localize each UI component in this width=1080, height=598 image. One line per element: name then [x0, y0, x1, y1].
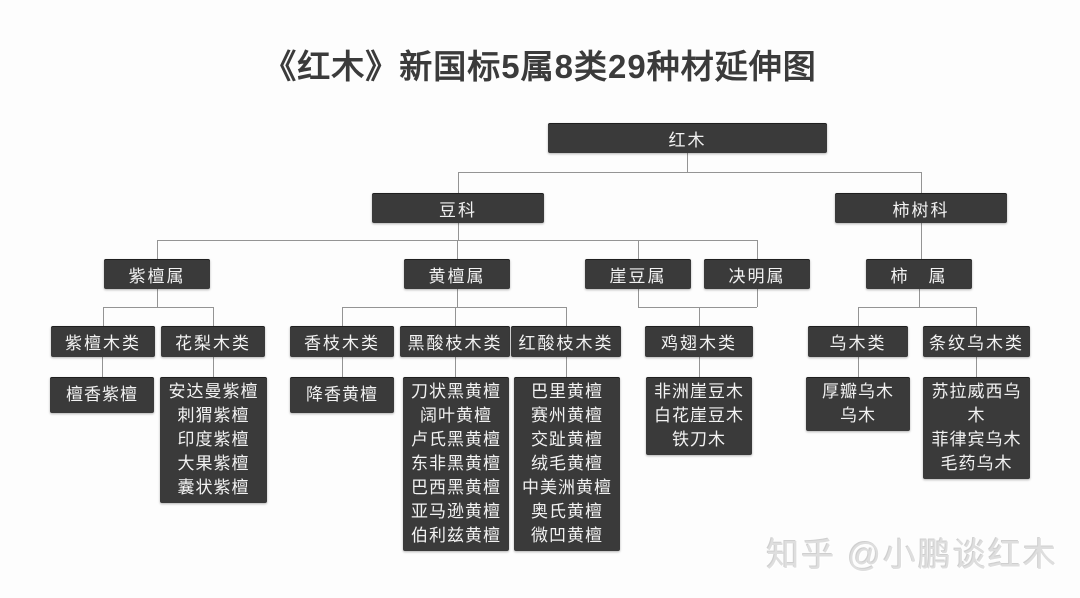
connector-line	[638, 307, 757, 308]
species-item: 厚瓣乌木	[822, 382, 894, 401]
connector-line	[699, 357, 700, 377]
species-item: 降香黄檀	[306, 385, 378, 404]
connector-line	[638, 289, 639, 307]
species-item: 大果紫檀	[177, 454, 250, 473]
node-class-hongsuanzhimulei: 红酸枝木类	[511, 326, 621, 357]
connector-line	[157, 240, 158, 259]
species-item: 苏拉威西乌木	[931, 382, 1022, 425]
node-genus-yadoushu: 崖豆属	[585, 259, 691, 289]
species-item: 刺猬紫檀	[177, 406, 250, 425]
connector-line	[638, 240, 639, 259]
species-item: 菲律宾乌木	[931, 430, 1022, 449]
species-item: 巴西黑黄檀	[411, 478, 501, 497]
connector-line	[342, 307, 566, 308]
connector-line	[687, 153, 688, 172]
connector-line	[976, 307, 977, 326]
connector-line	[757, 289, 758, 307]
species-item: 白花崖豆木	[654, 406, 744, 425]
connector-line	[103, 307, 104, 326]
species-item: 东非黑黄檀	[411, 454, 501, 473]
connector-line	[757, 240, 758, 259]
node-class-jichimulei: 鸡翅木类	[645, 326, 753, 357]
species-list-zitanmulei: 檀香紫檀	[50, 377, 154, 413]
connector-line	[566, 307, 567, 326]
species-item: 伯利兹黄檀	[411, 526, 501, 545]
node-genus-zitanshu: 紫檀属	[104, 259, 210, 289]
connector-line	[103, 307, 213, 308]
species-list-wumulei: 厚瓣乌木 乌木	[806, 377, 910, 431]
connector-line	[858, 307, 859, 326]
node-genus-shishu: 柿 属	[866, 259, 972, 289]
connector-line	[858, 357, 859, 377]
species-list-hualimulei: 安达曼紫檀 刺猬紫檀 印度紫檀 大果紫檀 囊状紫檀	[160, 377, 267, 503]
connector-line	[157, 289, 158, 307]
connector-line	[213, 307, 214, 326]
species-list-hongsuanzhimulei: 巴里黄檀 赛州黄檀 交趾黄檀 绒毛黄檀 中美洲黄檀 奥氏黄檀 微凹黄檀	[514, 377, 620, 551]
connector-line	[455, 357, 456, 377]
connector-line	[457, 240, 458, 259]
species-item: 交趾黄檀	[531, 430, 603, 449]
species-item: 檀香紫檀	[66, 385, 138, 404]
species-item: 中美洲黄檀	[522, 478, 612, 497]
species-item: 奥氏黄檀	[531, 502, 603, 521]
species-item: 卢氏黑黄檀	[411, 430, 501, 449]
species-item: 印度紫檀	[177, 430, 250, 449]
connector-line	[921, 223, 922, 259]
connector-line	[458, 223, 459, 240]
connector-line	[213, 357, 214, 377]
connector-line	[102, 357, 103, 377]
connector-line	[457, 289, 458, 307]
connector-line	[858, 307, 976, 308]
connector-line	[455, 307, 456, 326]
species-item: 铁刀木	[672, 430, 726, 449]
species-list-tiaowenwumulei: 苏拉威西乌木 菲律宾乌木 毛药乌木	[923, 377, 1030, 479]
connector-line	[342, 307, 343, 326]
connector-line	[919, 289, 920, 307]
diagram-title: 《红木》新国标5属8类29种材延伸图	[263, 48, 817, 85]
species-list-xiangzhimulei: 降香黄檀	[290, 377, 394, 413]
node-class-xiangzhimulei: 香枝木类	[290, 326, 394, 357]
species-item: 绒毛黄檀	[531, 454, 603, 473]
species-item: 亚马逊黄檀	[411, 502, 501, 521]
species-item: 毛药乌木	[940, 454, 1013, 473]
node-class-zitanmulei: 紫檀木类	[51, 326, 155, 357]
species-item: 囊状紫檀	[177, 478, 250, 497]
species-item: 非洲崖豆木	[654, 382, 744, 401]
connector-line	[342, 357, 343, 377]
connector-line	[458, 172, 459, 193]
node-class-tiaowenwumulei: 条纹乌木类	[923, 326, 1030, 357]
node-family-shishuke: 柿树科	[835, 193, 1007, 223]
watermark-zhihu: 知乎 @小鹏谈红木	[766, 536, 1058, 573]
species-item: 赛州黄檀	[531, 406, 603, 425]
connector-line	[566, 357, 567, 377]
species-item: 乌木	[840, 406, 876, 425]
species-item: 巴里黄檀	[531, 382, 603, 401]
node-genus-juemingshu: 决明属	[704, 259, 810, 289]
node-family-douke: 豆科	[372, 193, 544, 223]
connector-line	[976, 357, 977, 377]
node-class-heisuanzhimulei: 黑酸枝木类	[400, 326, 510, 357]
species-list-jichimulei: 非洲崖豆木 白花崖豆木 铁刀木	[646, 377, 752, 455]
connector-line	[458, 172, 921, 173]
node-hongmu-root: 红木	[548, 123, 827, 153]
node-class-hualimulei: 花梨木类	[161, 326, 265, 357]
node-genus-huangtanshu: 黄檀属	[404, 259, 510, 289]
species-item: 阔叶黄檀	[420, 406, 492, 425]
connector-line	[699, 307, 700, 326]
species-item: 刀状黑黄檀	[411, 382, 501, 401]
connector-line	[921, 172, 922, 193]
species-item: 微凹黄檀	[531, 526, 603, 545]
species-list-heisuanzhimulei: 刀状黑黄檀 阔叶黄檀 卢氏黑黄檀 东非黑黄檀 巴西黑黄檀 亚马逊黄檀 伯利兹黄檀	[403, 377, 509, 551]
species-item: 安达曼紫檀	[168, 382, 259, 401]
node-class-wumulei: 乌木类	[808, 326, 908, 357]
